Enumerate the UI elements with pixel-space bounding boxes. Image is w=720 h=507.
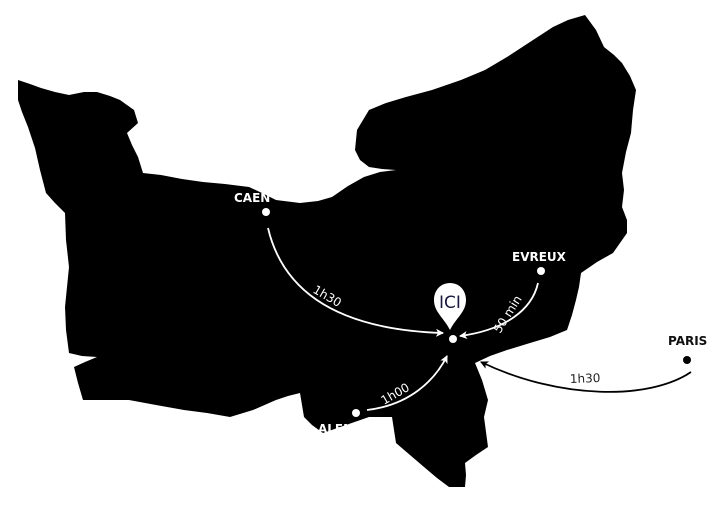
route-paris — [480, 361, 692, 393]
duration-paris: 1h30 — [570, 371, 601, 386]
route-alencon — [366, 355, 448, 411]
destination-dot — [449, 335, 457, 343]
city-dot-caen — [262, 208, 270, 216]
city-dot-alencon — [352, 409, 360, 417]
location-pin-icon: ICI — [434, 283, 466, 330]
route-caen — [267, 227, 444, 337]
city-label-caen: CAEN — [234, 191, 270, 205]
city-label-evreux: EVREUX — [512, 250, 567, 264]
route-evreux — [459, 282, 539, 340]
destination-label: ICI — [439, 293, 461, 313]
normandy-region-shape — [18, 15, 636, 487]
city-dot-paris — [683, 356, 691, 364]
city-label-alencon: ALENÇON — [318, 422, 382, 436]
city-dot-evreux — [537, 267, 545, 275]
city-label-paris: PARIS — [668, 334, 707, 348]
